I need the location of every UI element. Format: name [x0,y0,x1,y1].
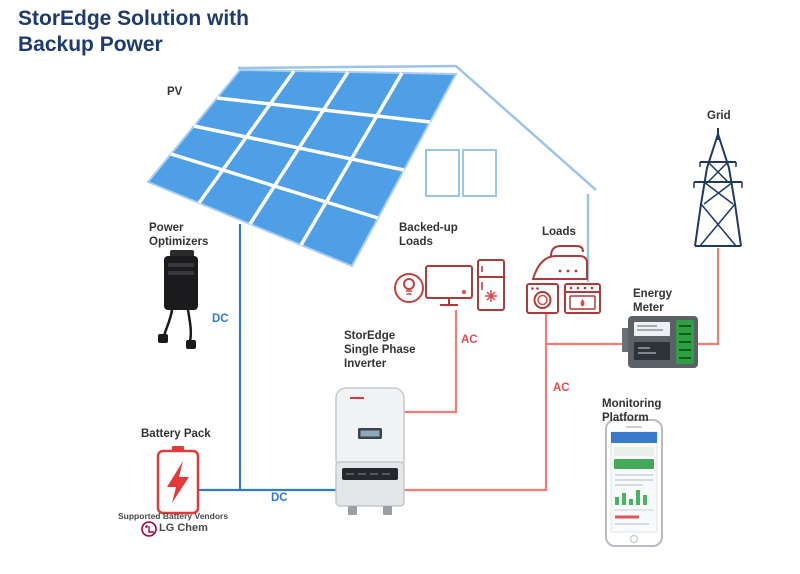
backed-up-loads-label-line1: Backed-up [399,222,458,234]
iron-icon [531,245,588,280]
transmission-tower-icon [693,128,743,247]
loads-label: Loads [542,226,576,238]
inverter-label-line1: StorEdge [344,330,396,342]
ac-line-grid [698,248,720,346]
backed-up-loads-label: Backed-up Loads [399,222,458,250]
dc-lines [198,224,336,492]
flame-icon [580,299,585,307]
monitoring-platform-label-line2: Platform [602,411,649,424]
inverter-device [335,387,405,515]
power-optimizers-label-line1: Power [149,222,184,234]
ac-lines [404,248,720,492]
washing-machine-icon [526,283,559,314]
power-optimizers-label-line2: Optimizers [149,235,209,248]
ac-line-backedup-loads [404,310,458,414]
window-pane-left [425,149,460,197]
inverter-label-line2: Single Phase [344,343,416,356]
backed-up-loads-icons [394,259,505,311]
lightbulb-icon [394,273,424,303]
backed-up-loads-label-line2: Loads [399,235,433,248]
power-optimizers-label: Power Optimizers [149,222,208,250]
oven-icon [564,283,601,314]
inverter-label: StorEdge Single Phase Inverter [344,330,416,371]
solar-panel-array-icon [146,68,458,268]
energy-meter-device [622,316,698,368]
page-title-line1: StorEdge Solution with [18,7,249,30]
battery-pack-label: Battery Pack [141,428,211,440]
dc-label-battery: DC [271,492,288,504]
lg-chem-logo [141,521,157,537]
window-pane-right [462,149,497,197]
grid-label: Grid [707,110,731,122]
energy-meter-label: Energy Meter [633,288,672,316]
power-optimizer-icon [158,250,198,349]
battery-icon [156,446,200,515]
loads-icons [526,245,601,314]
inverter-label-line3: Inverter [344,357,387,370]
page-title-line2: Backup Power [18,33,163,57]
monitoring-platform-label: Monitoring Platform [602,398,661,426]
energy-meter-label-line1: Energy [633,288,672,300]
smartphone-icon [605,419,663,547]
page-title: StorEdge Solution with Backup Power [18,6,249,58]
fridge-icon [477,259,505,311]
lg-chem-label: LG Chem [159,522,208,534]
monitoring-platform-label-line1: Monitoring [602,398,662,410]
energy-meter-label-line2: Meter [633,301,664,314]
ac-label-backedup: AC [461,334,478,346]
ac-label-loads: AC [553,382,570,394]
tv-icon [425,265,473,306]
pv-label: PV [167,86,183,98]
dc-label-pv: DC [212,313,229,325]
supported-vendors-label: Supported Battery Vendors [118,511,229,521]
ac-line-loads [404,314,548,492]
